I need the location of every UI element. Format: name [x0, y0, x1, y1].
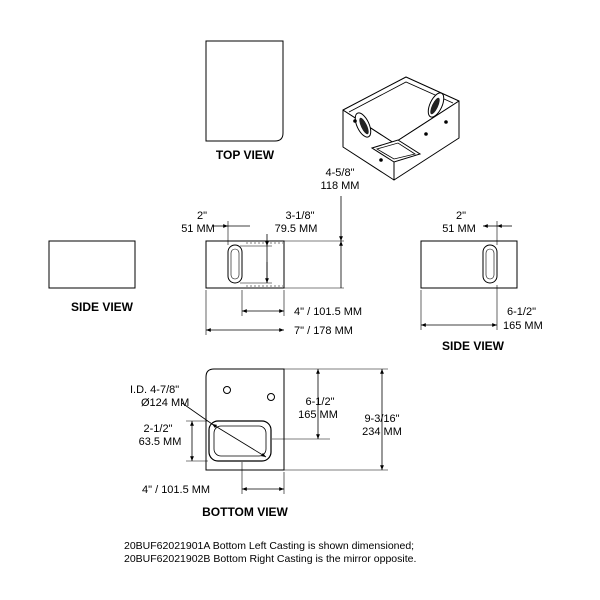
bottom-left-mm: 63.5 MM: [139, 436, 182, 448]
bottom-total-mm: 234 MM: [362, 426, 402, 438]
bottom-mid-in: 6-1/2": [306, 396, 335, 408]
note-line-1: 20BUF62021901A Bottom Left Casting is sh…: [124, 540, 414, 552]
left-side-view-outline: [48, 240, 136, 289]
right-left-in: 2": [456, 210, 466, 222]
front-opening-in: 3-1/8": [286, 210, 315, 222]
note-line-2: 20BUF62021902B Bottom Right Casting is t…: [124, 553, 416, 565]
bottom-left-in: 2-1/2": [144, 423, 173, 435]
front-view-slot: [227, 244, 243, 284]
top-view: TOP VIEW: [205, 40, 284, 162]
id-line1: I.D. 4-7/8": [130, 384, 179, 396]
front-view-outline: [205, 240, 285, 289]
bottom-view-label: BOTTOM VIEW: [202, 505, 288, 519]
front-depth: 4" / 101.5 MM: [294, 306, 362, 318]
height-in: 4-5/8": [326, 167, 355, 179]
front-width: 7" / 178 MM: [294, 325, 353, 337]
notes: 20BUF62021901A Bottom Left Casting is sh…: [124, 540, 416, 565]
top-view-label: TOP VIEW: [216, 148, 275, 162]
front-left-in: 2": [197, 210, 207, 222]
right-width-mm: 165 MM: [503, 320, 543, 332]
front-opening-mm: 79.5 MM: [275, 223, 318, 235]
bottom-width: 4" / 101.5 MM: [142, 484, 210, 496]
id-line2: Ø124 MM: [141, 397, 189, 409]
right-side-view-label: SIDE VIEW: [442, 339, 505, 353]
right-side-view: 2" 51 MM 6-1/2" 165 MM SIDE VIEW: [420, 210, 543, 353]
isometric-view: [342, 76, 460, 181]
right-side-view-slot: [482, 244, 498, 284]
iso-right-face: [393, 100, 460, 181]
right-width-in: 6-1/2": [507, 306, 536, 318]
bottom-total-in: 9-3/16": [364, 413, 399, 425]
front-view: 4-5/8" 118 MM 2" 51 MM 3-1/8" 79.5 MM 4"…: [181, 167, 362, 337]
right-left-mm: 51 MM: [442, 223, 476, 235]
front-left-mm: 51 MM: [181, 223, 215, 235]
top-view-outline: [205, 40, 284, 142]
height-mm: 118 MM: [321, 180, 360, 192]
left-side-view: SIDE VIEW: [48, 240, 136, 314]
bottom-hole-right: [267, 393, 275, 401]
bottom-view: I.D. 4-7/8" Ø124 MM 2-1/2" 63.5 MM 6-1/2…: [130, 368, 402, 519]
iso-bottom-opening: [370, 139, 422, 163]
bottom-mid-mm: 165 MM: [298, 409, 338, 421]
right-side-view-outline: [420, 240, 518, 289]
bottom-hole-left: [223, 386, 231, 394]
left-side-view-label: SIDE VIEW: [71, 300, 134, 314]
